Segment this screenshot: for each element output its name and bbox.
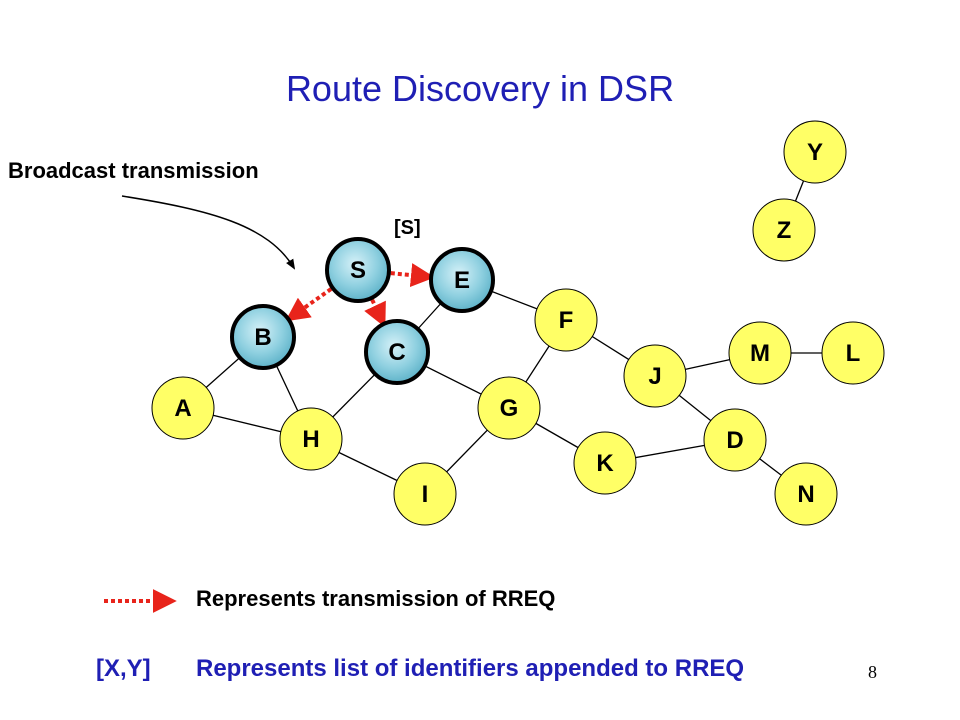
- node-M: M: [728, 321, 792, 385]
- node-K: K: [573, 431, 637, 495]
- node-N-label: N: [797, 481, 814, 508]
- node-G-label: G: [500, 395, 519, 422]
- node-E-label: E: [454, 267, 470, 294]
- node-N: N: [774, 462, 838, 526]
- node-B-label: B: [254, 324, 271, 351]
- node-Y-circle: [783, 120, 847, 184]
- rreq-arrow-S-E: [390, 263, 435, 288]
- node-G: G: [477, 376, 541, 440]
- node-M-circle: [728, 321, 792, 385]
- node-H-label: H: [302, 426, 319, 453]
- node-C-circle: [364, 319, 430, 385]
- node-C-label: C: [388, 339, 405, 366]
- node-L-label: L: [846, 340, 861, 367]
- node-F-circle: [534, 288, 598, 352]
- node-layer: Y Z S E F B C M L J A G H D K I N: [151, 120, 885, 526]
- node-E-circle: [429, 247, 495, 313]
- node-J-label: J: [648, 363, 661, 390]
- node-E: E: [429, 247, 495, 313]
- node-I: I: [393, 462, 457, 526]
- node-S: S: [325, 237, 391, 303]
- node-I-label: I: [422, 481, 429, 508]
- rreq-arrow-S-B: [285, 287, 333, 322]
- node-K-circle: [573, 431, 637, 495]
- rreq-layer: [285, 263, 435, 328]
- node-A-label: A: [174, 395, 191, 422]
- node-B: B: [230, 304, 296, 370]
- node-F-label: F: [559, 307, 574, 334]
- node-H-circle: [279, 407, 343, 471]
- node-M-label: M: [750, 340, 770, 367]
- node-K-label: K: [596, 450, 614, 477]
- legend-list-key: [X,Y]: [96, 655, 151, 682]
- node-Y: Y: [783, 120, 847, 184]
- rreq-arrow-S-C: [364, 298, 386, 328]
- node-Z-label: Z: [777, 217, 792, 244]
- node-H: H: [279, 407, 343, 471]
- node-A: A: [151, 376, 215, 440]
- node-A-circle: [151, 376, 215, 440]
- node-D-label: D: [726, 427, 743, 454]
- legend-list-text: Represents list of identifiers appended …: [196, 655, 745, 682]
- node-L: L: [821, 321, 885, 385]
- node-B-circle: [230, 304, 296, 370]
- page-number: 8: [868, 662, 877, 682]
- callout-arrow: [121, 195, 296, 270]
- node-I-circle: [393, 462, 457, 526]
- node-D: D: [703, 408, 767, 472]
- rreq-packet-label: [S]: [394, 217, 421, 239]
- broadcast-callout-label: Broadcast transmission: [8, 158, 259, 183]
- node-S-circle: [325, 237, 391, 303]
- node-Y-label: Y: [807, 139, 823, 166]
- node-Z-circle: [752, 198, 816, 262]
- node-C: C: [364, 319, 430, 385]
- node-J: J: [623, 344, 687, 408]
- node-J-circle: [623, 344, 687, 408]
- slide-title: Route Discovery in DSR: [285, 68, 675, 109]
- node-Z: Z: [752, 198, 816, 262]
- node-N-circle: [774, 462, 838, 526]
- node-L-circle: [821, 321, 885, 385]
- node-D-circle: [703, 408, 767, 472]
- node-G-circle: [477, 376, 541, 440]
- node-F: F: [534, 288, 598, 352]
- node-S-label: S: [350, 257, 366, 284]
- legend-arrow-text: Represents transmission of RREQ: [196, 586, 556, 611]
